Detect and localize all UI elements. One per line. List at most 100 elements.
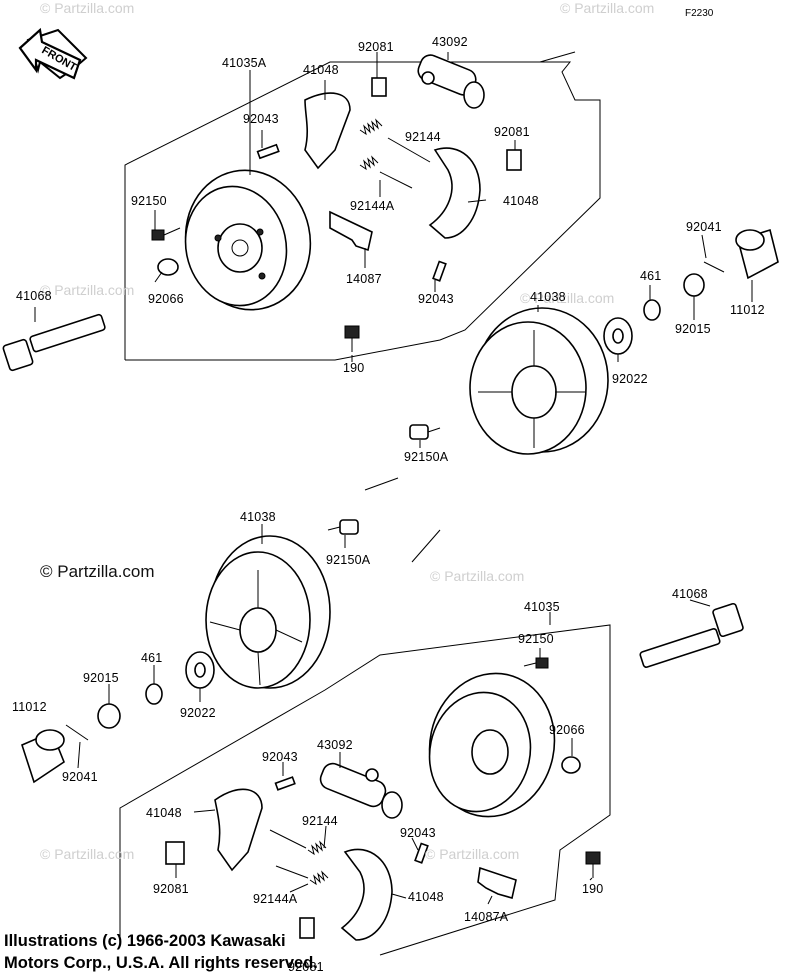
top-assembly-boundary	[124, 61, 601, 361]
cotter-pin-92041-bottom	[65, 724, 89, 741]
clip-92081-right	[506, 149, 522, 171]
part-label: 92081	[358, 40, 394, 54]
part-label: 92144	[405, 130, 441, 144]
pin-92043-bottom-lower	[414, 842, 429, 864]
brake-drum-41038-top	[469, 307, 609, 455]
part-label: 92144A	[350, 199, 395, 213]
watermark: © Partzilla.com	[40, 0, 135, 16]
spring-92144-top	[359, 118, 383, 136]
part-label: 92150A	[326, 553, 371, 567]
leader-lines-top	[34, 52, 753, 448]
part-label: 11012	[12, 700, 47, 714]
part-label: 92043	[400, 826, 436, 840]
part-label: 43092	[432, 35, 468, 49]
part-label: 92150	[518, 632, 554, 646]
pin-92043-top-lower	[432, 260, 447, 282]
copyright-line-1: Illustrations (c) 1966-2003 Kawasaki	[4, 932, 286, 950]
part-label: 92081	[288, 960, 324, 974]
part-label: 41048	[408, 890, 444, 904]
part-label: 11012	[730, 303, 765, 317]
brake-shoe-41048-right	[428, 147, 481, 239]
wheel-cylinder-43092-top	[417, 54, 485, 109]
part-label: 92043	[418, 292, 454, 306]
wheel-cylinder-43092-bottom	[319, 762, 403, 819]
part-label: 461	[640, 269, 662, 283]
divider-arrow-right	[411, 529, 441, 563]
watermark: © Partzilla.com	[425, 846, 520, 862]
washer-92022-top	[603, 317, 633, 355]
brake-drum-41038-bottom	[205, 535, 331, 689]
divider-arrow-top-right	[539, 51, 576, 63]
spring-92144A-bottom	[309, 870, 329, 886]
part-label: 92150	[131, 194, 167, 208]
part-label: 92043	[243, 112, 279, 126]
leader-lines-bottom	[77, 524, 711, 905]
brake-panel-41035-bottom	[428, 672, 556, 818]
part-label: 92066	[549, 723, 585, 737]
divider-arrow-left	[364, 477, 399, 491]
part-label: 92081	[494, 125, 530, 139]
axle-41068-top	[2, 313, 106, 372]
clip-92081-bottom-lower	[299, 917, 315, 939]
bracket-14087A-bottom	[477, 866, 517, 900]
bolt-92150A-bottom	[327, 519, 359, 535]
part-label: 41038	[240, 510, 276, 524]
washer-92022-bottom	[185, 651, 215, 689]
brake-shoe-41048-bottom-right	[340, 848, 393, 941]
copyright-notice: Illustrations (c) 1966-2003 Kawasaki Mot…	[4, 930, 318, 974]
clip-92081-top	[371, 77, 387, 97]
part-label: 92150A	[404, 450, 449, 464]
watermark-dark: © Partzilla.com	[40, 562, 155, 581]
part-label: 92015	[675, 322, 711, 336]
part-label: 41048	[303, 63, 339, 77]
part-label: 41048	[146, 806, 182, 820]
bolt-92150-top	[151, 227, 181, 241]
bracket-14087-top	[329, 210, 373, 252]
plug-92066-top	[157, 258, 179, 276]
part-label: 43092	[317, 738, 353, 752]
part-label: 14087	[346, 272, 382, 286]
watermark: © Partzilla.com	[520, 290, 615, 306]
part-label: 461	[141, 651, 163, 665]
cap-11012-top	[735, 228, 779, 280]
pin-92043-top	[256, 143, 280, 160]
part-label: 41068	[672, 587, 708, 601]
plug-92066-bottom	[561, 756, 581, 774]
part-label: 41068	[16, 289, 52, 303]
bolt-190-bottom	[585, 851, 601, 878]
bolt-92150A-top	[409, 424, 441, 440]
part-label: 92041	[62, 770, 98, 784]
part-label: 92144A	[253, 892, 298, 906]
part-label: 92022	[612, 372, 648, 386]
part-label: 41048	[503, 194, 539, 208]
part-label: 92043	[262, 750, 298, 764]
copyright-line-2: Motors Corp., U.S.A. All rights reserved…	[4, 954, 318, 972]
part-label: 41038	[530, 290, 566, 304]
part-label: 92041	[686, 220, 722, 234]
bolt-92150-bottom	[523, 657, 549, 669]
part-label: 190	[343, 361, 365, 375]
part-label: 41035	[524, 600, 560, 614]
clip-92081-bottom	[165, 841, 185, 865]
part-label: 92015	[83, 671, 119, 685]
diagram-code: F2230	[685, 8, 714, 19]
part-label: 92066	[148, 292, 184, 306]
brake-panel-41035A	[184, 169, 312, 311]
part-label: 92022	[180, 706, 216, 720]
part-label: 41035A	[222, 56, 267, 70]
pin-92043-bottom-upper	[274, 776, 296, 791]
part-label: 92144	[302, 814, 338, 828]
washer-461-bottom	[145, 683, 163, 705]
part-label: 190	[582, 882, 604, 896]
cotter-pin-92041-top	[703, 261, 725, 273]
part-label: 92081	[153, 882, 189, 896]
nut-92015-top	[683, 273, 705, 297]
part-label: 14087A	[464, 910, 509, 924]
spring-92144-bottom	[307, 840, 327, 856]
brake-shoe-41048-bottom-left	[214, 788, 263, 872]
watermark: © Partzilla.com	[40, 282, 135, 298]
spring-92144A-top	[359, 155, 379, 171]
bottom-assembly-boundary	[119, 624, 611, 956]
front-arrow-icon	[18, 27, 88, 80]
